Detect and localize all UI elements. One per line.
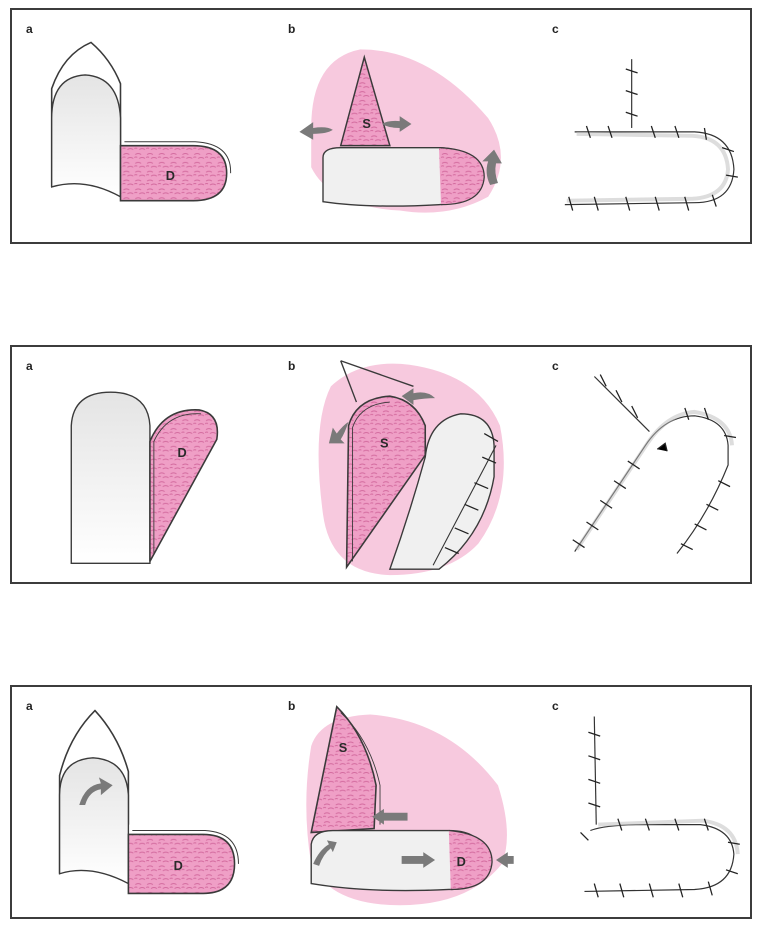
- suture-stitches-c: [573, 375, 736, 550]
- suture-stitches-c: [581, 732, 740, 897]
- source-flap-s-label: S: [380, 435, 389, 450]
- flap-d-label-b: D: [457, 854, 466, 869]
- panel-3-drawing: D S D: [12, 687, 750, 917]
- panel-2-drawing: D S: [12, 347, 750, 582]
- suture-line: [584, 716, 737, 891]
- panel-1-drawing: D S: [12, 10, 750, 242]
- finger-stump: [60, 758, 129, 884]
- suture-line: [565, 59, 734, 204]
- flap-d-label: D: [166, 168, 175, 183]
- finger-stump: [71, 392, 150, 563]
- finger-stump: [52, 75, 121, 197]
- suture-line: [575, 376, 732, 553]
- source-flap-s-label: S: [362, 116, 371, 131]
- diagram-panel-3: a b c D S D: [10, 685, 752, 919]
- diagram-panel-1: a b c D S: [10, 8, 752, 244]
- flap-d: [150, 410, 217, 562]
- flap-d-label: D: [177, 445, 186, 460]
- source-flap-s-label: S: [339, 740, 348, 755]
- diagram-panel-2: a b c D S: [10, 345, 752, 584]
- flap-d-label: D: [174, 858, 183, 873]
